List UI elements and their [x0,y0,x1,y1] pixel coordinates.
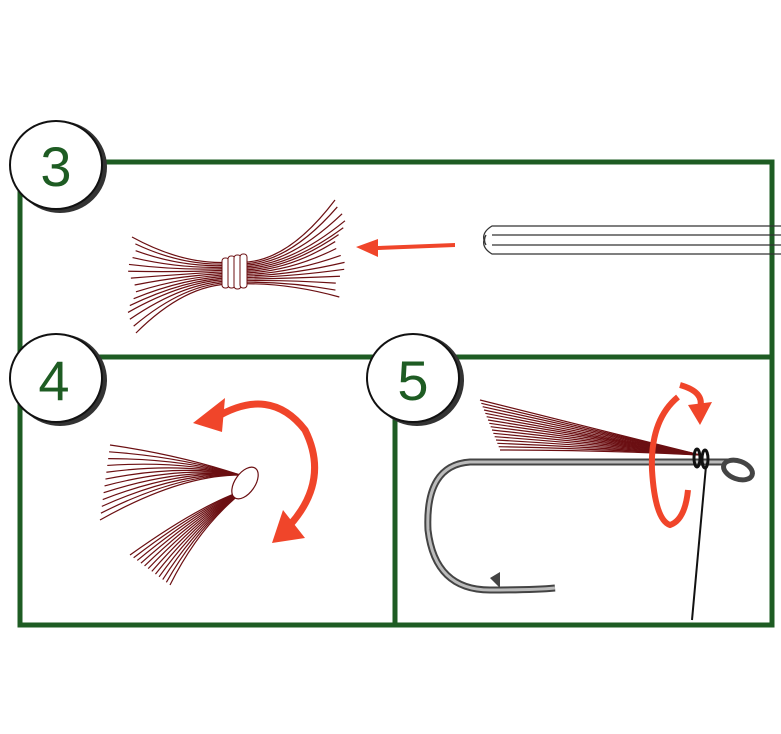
fish-hook [424,457,755,594]
fiber [235,199,336,263]
step-number: 4 [38,349,69,412]
rotate-arrow-icon [193,398,319,543]
fiber [235,283,340,298]
fiber [129,280,233,320]
fiber [99,474,241,521]
fiber [169,489,246,586]
fiber [135,283,233,334]
panel-4 [99,398,319,586]
tying-thread [691,465,707,621]
step-number: 5 [397,349,428,412]
fiber [499,449,701,456]
panel-3 [127,199,781,334]
fiber [131,236,233,264]
step-badge-4: 4 [9,333,107,426]
folded-fiber-bundle [99,444,246,586]
wrap-arrow-icon [648,382,712,529]
fiber [133,281,233,327]
step-badge-3: 3 [9,120,107,213]
hook-shank-closeup [483,225,781,255]
fiber [128,269,233,273]
thread-wraps [221,253,248,290]
panel-5 [424,382,755,621]
fiber-tail [479,399,701,456]
fold-point [231,466,259,500]
step-badge-5: 5 [366,333,464,426]
step-number: 3 [40,135,71,198]
arrow-left-icon [356,239,455,257]
